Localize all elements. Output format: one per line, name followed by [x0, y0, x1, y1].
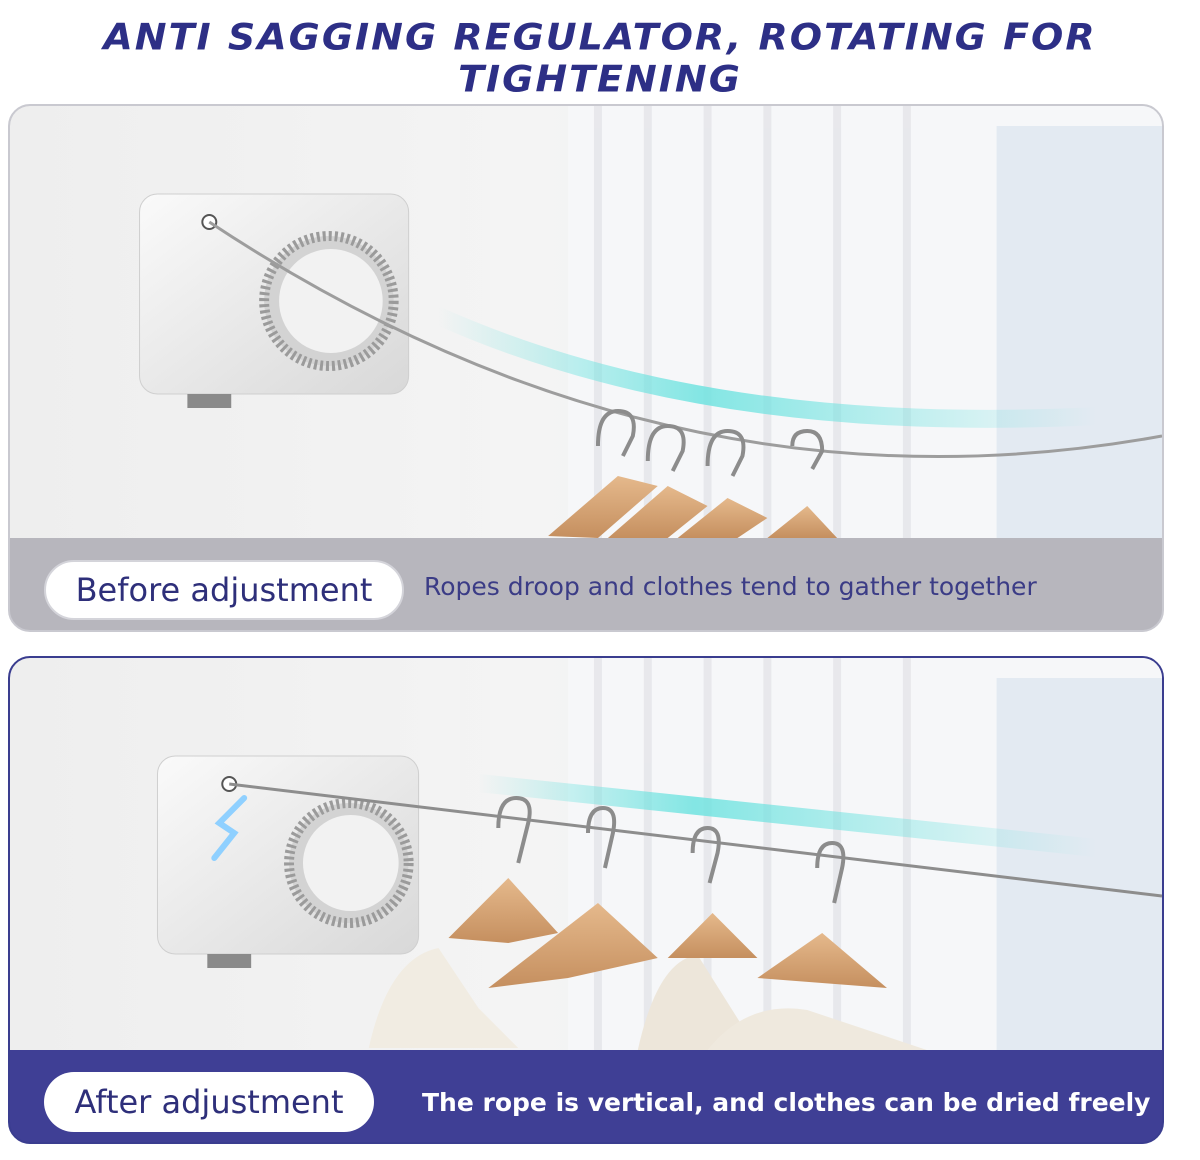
headline: ANTI SAGGING REGULATOR, ROTATING FOR TIG… [103, 16, 1097, 100]
before-scene-illustration [10, 106, 1162, 538]
after-adjustment-label: After adjustment [44, 1072, 374, 1132]
after-scene-illustration [10, 658, 1162, 1050]
before-adjustment-label: Before adjustment [44, 560, 404, 620]
before-adjustment-panel: Before adjustment Ropes droop and clothe… [8, 104, 1164, 632]
after-caption: The rope is vertical, and clothes can be… [422, 1088, 1151, 1117]
after-adjustment-panel: After adjustment The rope is vertical, a… [8, 656, 1164, 1144]
before-caption: Ropes droop and clothes tend to gather t… [424, 572, 1037, 601]
